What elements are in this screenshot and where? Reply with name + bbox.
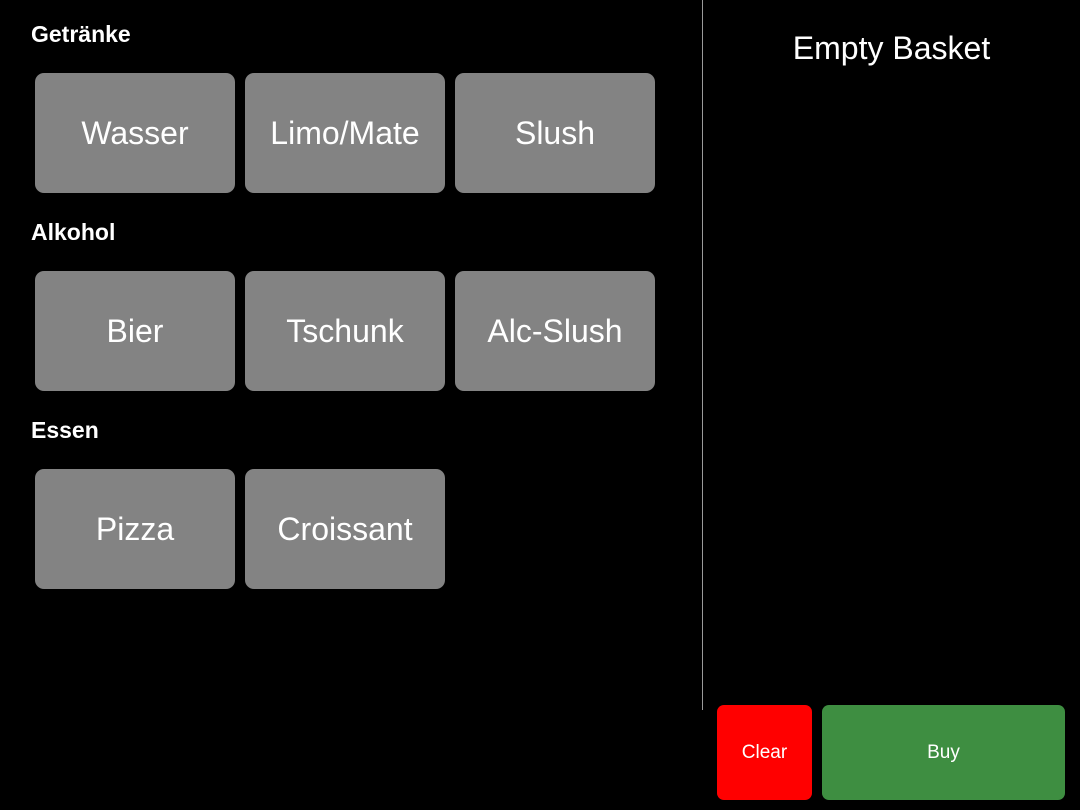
- category-title-essen: Essen: [31, 417, 99, 443]
- clear-button[interactable]: Clear: [717, 705, 812, 800]
- category-row-alkohol: Bier Tschunk Alc-Slush: [35, 271, 655, 391]
- category-title-alkohol: Alkohol: [31, 219, 116, 245]
- product-button-tschunk[interactable]: Tschunk: [245, 271, 445, 391]
- product-button-limo-mate[interactable]: Limo/Mate: [245, 73, 445, 193]
- product-button-pizza[interactable]: Pizza: [35, 469, 235, 589]
- category-row-getraenke: Wasser Limo/Mate Slush: [35, 73, 655, 193]
- product-button-slush[interactable]: Slush: [455, 73, 655, 193]
- product-button-croissant[interactable]: Croissant: [245, 469, 445, 589]
- product-button-alc-slush[interactable]: Alc-Slush: [455, 271, 655, 391]
- category-row-essen: Pizza Croissant: [35, 469, 445, 589]
- product-button-wasser[interactable]: Wasser: [35, 73, 235, 193]
- product-panel: Getränke Wasser Limo/Mate Slush Alkohol …: [31, 21, 655, 589]
- category-title-getraenke: Getränke: [31, 21, 131, 47]
- basket-panel: Empty Basket Clear Buy: [703, 0, 1080, 810]
- buy-button[interactable]: Buy: [822, 705, 1065, 800]
- basket-status: Empty Basket: [792, 30, 991, 66]
- panel-divider: [702, 0, 703, 710]
- product-button-bier[interactable]: Bier: [35, 271, 235, 391]
